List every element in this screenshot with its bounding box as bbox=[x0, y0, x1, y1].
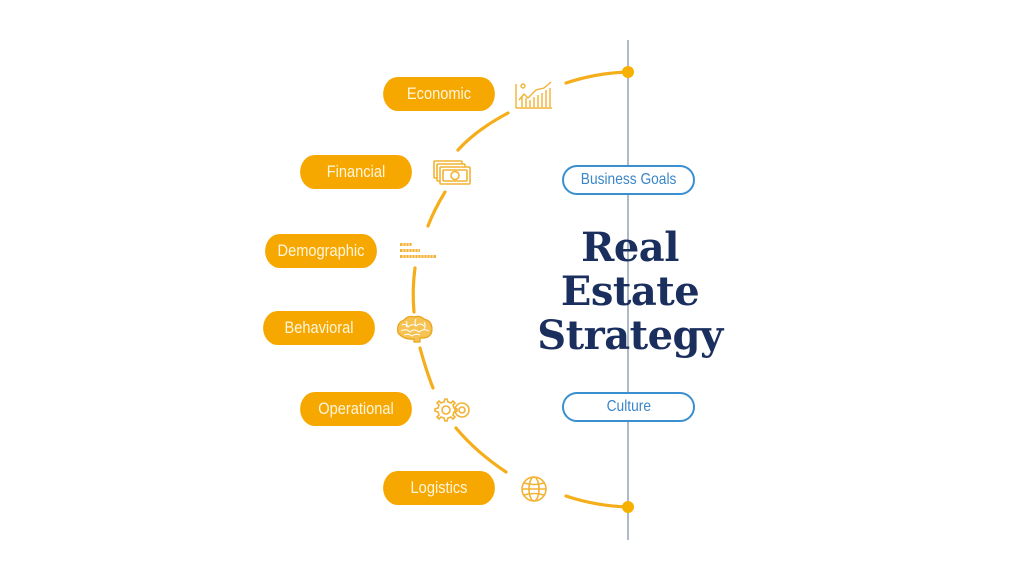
bottom-connector bbox=[564, 494, 630, 509]
goal-pill-culture: Culture bbox=[562, 392, 695, 422]
title-line-1: Real bbox=[581, 224, 679, 271]
top-connector bbox=[564, 70, 630, 85]
diagram-title: Real Estate Strategy bbox=[520, 226, 740, 358]
factor-pill-behavioral: Behavioral bbox=[263, 311, 375, 345]
brain-icon bbox=[397, 315, 433, 343]
title-line-2: Estate bbox=[560, 268, 700, 315]
factor-pill-economic: Economic bbox=[383, 77, 495, 111]
top-dot bbox=[622, 66, 634, 78]
population-icon bbox=[400, 242, 436, 259]
goal-pill-business-goals: Business Goals bbox=[562, 165, 695, 195]
money-icon bbox=[433, 160, 471, 185]
globe-icon bbox=[521, 476, 547, 502]
chart-icon bbox=[515, 81, 552, 109]
title-line-3: Strategy bbox=[537, 312, 723, 359]
factor-pill-logistics: Logistics bbox=[383, 471, 495, 505]
gears-icon bbox=[434, 398, 470, 422]
factor-pill-demographic: Demographic bbox=[265, 234, 377, 268]
factor-pill-financial: Financial bbox=[300, 155, 412, 189]
bottom-dot bbox=[622, 501, 634, 513]
factor-pill-operational: Operational bbox=[300, 392, 412, 426]
